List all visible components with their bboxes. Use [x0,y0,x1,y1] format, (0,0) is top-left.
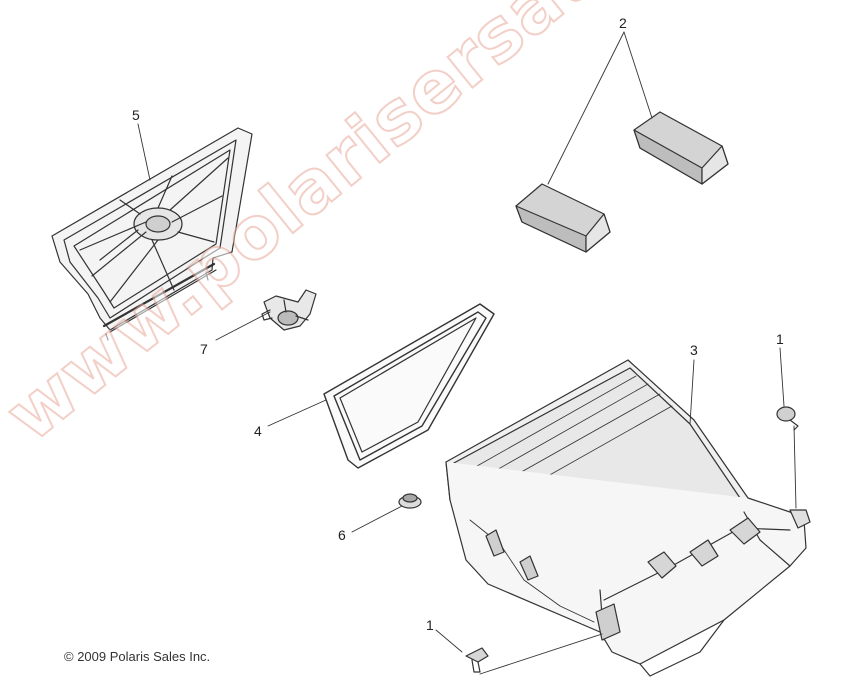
part-2-foam-pads [515,111,729,253]
leader-2b [623,31,653,119]
part-7-clamp [261,289,317,331]
callout-3: 3 [690,342,698,358]
callout-6: 6 [338,527,346,543]
leader-7 [215,311,271,341]
callout-7: 7 [200,341,208,357]
part-5-filter-frame [51,127,253,341]
copyright-notice: © 2009 Polaris Sales Inc. [64,649,211,664]
leader-1-top-a [779,347,785,407]
callout-2: 2 [619,15,627,31]
leader-1-top-b [793,425,797,509]
callout-1-top: 1 [776,331,784,347]
callout-4: 4 [254,423,262,439]
leader-lines [137,31,797,675]
leader-1-bottom-a [435,629,463,653]
leader-3 [689,359,695,425]
leader-2a [547,31,625,185]
part-3-airbox [445,359,811,677]
part-1-bottom-rivet [465,647,489,673]
callout-1-bottom: 1 [426,617,434,633]
leader-1-bottom-b [479,633,603,675]
part-6-grommet [398,493,422,509]
part-1-top-rivet [776,406,799,431]
leader-5 [137,123,151,181]
leader-4 [267,399,327,427]
callout-5: 5 [132,107,140,123]
part-4-seal [323,303,495,469]
leader-6 [351,505,403,533]
